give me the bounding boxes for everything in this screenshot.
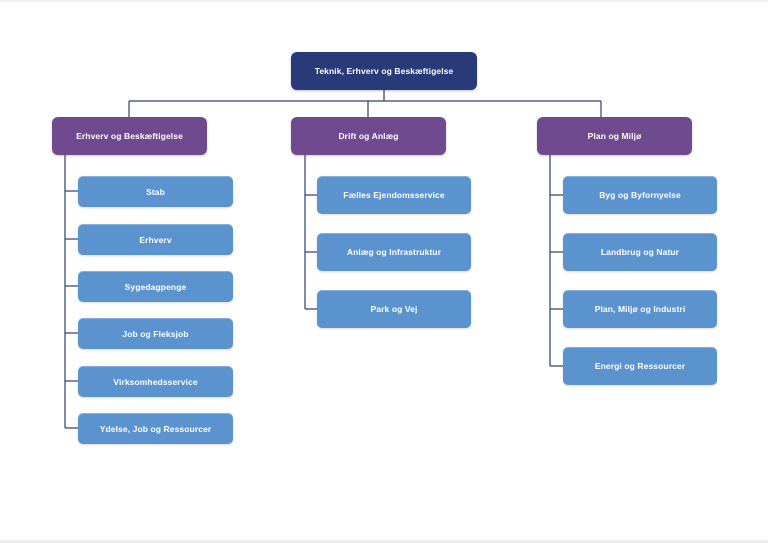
root-node: Teknik, Erhverv og Beskæftigelse bbox=[291, 52, 477, 90]
top-border bbox=[0, 0, 768, 2]
bottom-border bbox=[0, 540, 768, 543]
branch-plan-og-miljoe: Plan og Miljø bbox=[537, 117, 692, 155]
leaf-ydelse-job-og-ressourcer: Ydelse, Job og Ressourcer bbox=[78, 413, 233, 444]
leaf-erhverv: Erhverv bbox=[78, 224, 233, 255]
leaf-energi-og-ressourcer: Energi og Ressourcer bbox=[563, 347, 717, 385]
leaf-landbrug-og-natur: Landbrug og Natur bbox=[563, 233, 717, 271]
leaf-plan-miljoe-og-industri: Plan, Miljø og Industri bbox=[563, 290, 717, 328]
leaf-faelles-ejendomsservice: Fælles Ejendomsservice bbox=[317, 176, 471, 214]
leaf-park-og-vej: Park og Vej bbox=[317, 290, 471, 328]
leaf-job-og-fleksjob: Job og Fleksjob bbox=[78, 318, 233, 349]
leaf-stab: Stab bbox=[78, 176, 233, 207]
branch-drift-og-anlaeg: Drift og Anlæg bbox=[291, 117, 446, 155]
leaf-virksomhedsservice: Virksomhedsservice bbox=[78, 366, 233, 397]
leaf-sygedagpenge: Sygedagpenge bbox=[78, 271, 233, 302]
leaf-byg-og-byfornyelse: Byg og Byfornyelse bbox=[563, 176, 717, 214]
leaf-anlaeg-og-infrastruktur: Anlæg og Infrastruktur bbox=[317, 233, 471, 271]
branch-erhverv-og-beskaeftigelse: Erhverv og Beskæftigelse bbox=[52, 117, 207, 155]
